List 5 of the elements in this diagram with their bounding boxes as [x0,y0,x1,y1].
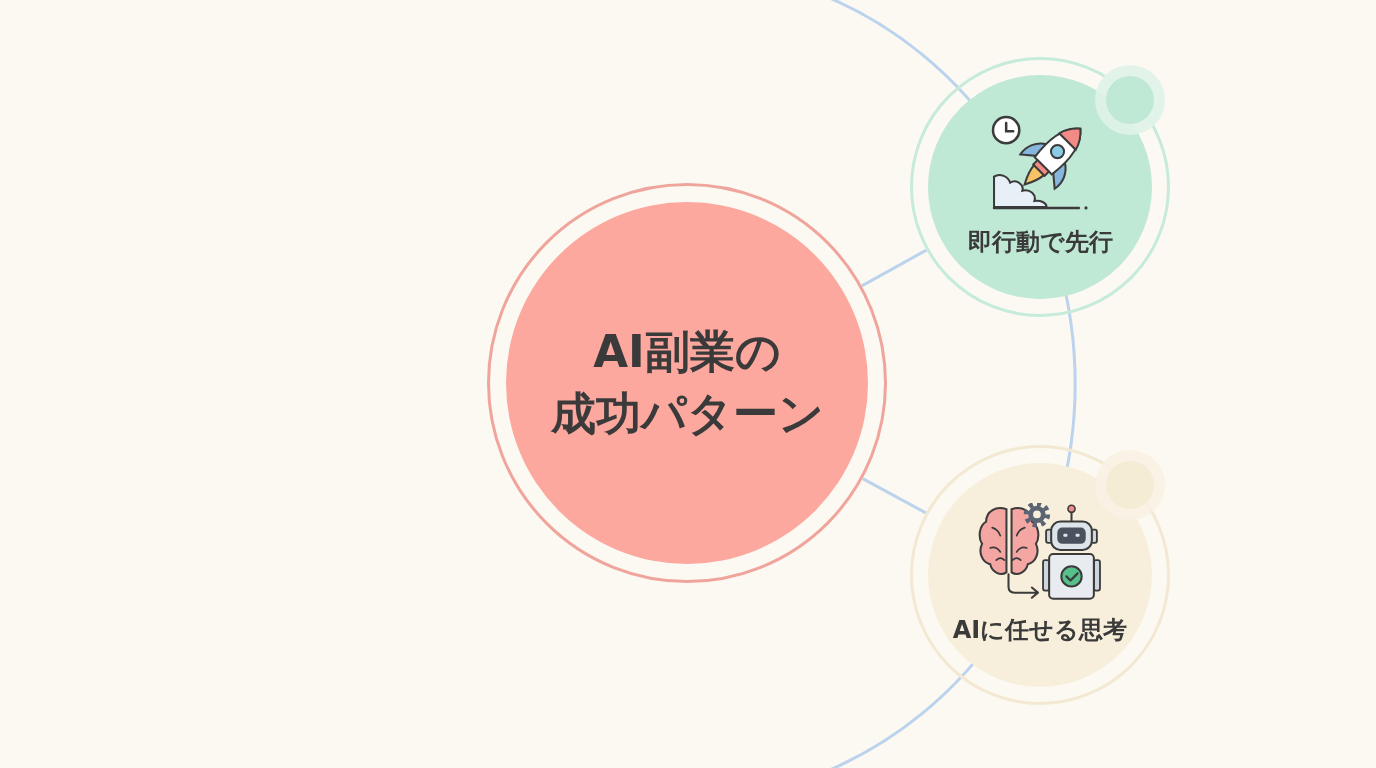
topic-label: 即行動で先行 [967,227,1113,259]
connector-line [861,248,928,288]
topic-label: AI副業の成功パターン [550,323,824,442]
topic-label: AIに任せる思考 [952,615,1128,647]
connector-line [861,477,927,515]
